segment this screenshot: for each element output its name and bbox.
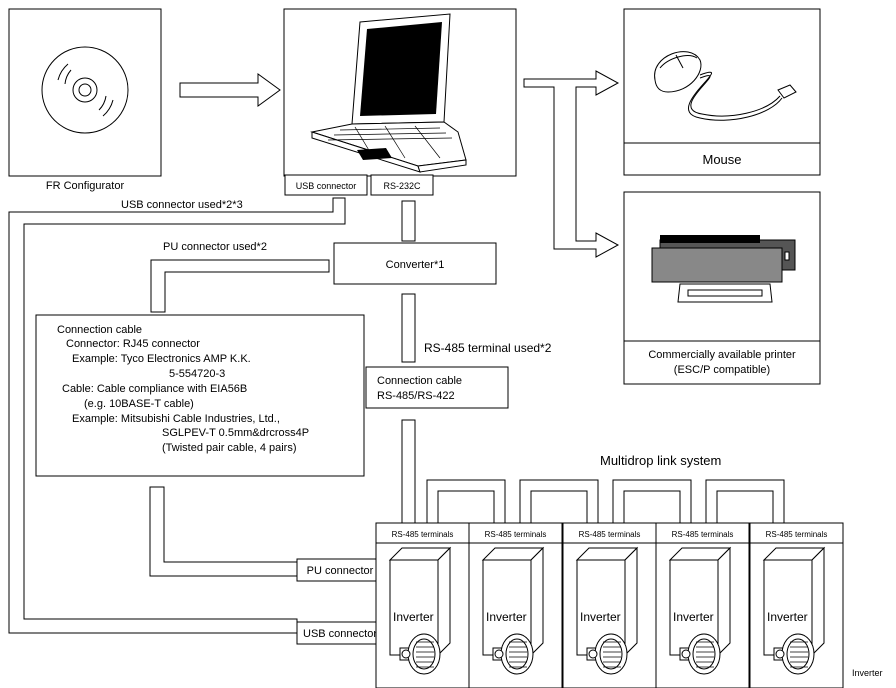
motor-icon bbox=[773, 633, 815, 675]
rs485-terminal-label: RS-485 terminals bbox=[766, 530, 828, 539]
pu-connector-used-pipe bbox=[150, 259, 330, 313]
fr-configurator-node: FR Configurator bbox=[8, 8, 162, 192]
cable-line-cable-example: (e.g. 10BASE-T cable) bbox=[84, 398, 194, 410]
laptop-rs232c-label: RS-232C bbox=[383, 181, 421, 191]
multidrop-link bbox=[519, 479, 599, 523]
rs485-terminal-label: RS-485 terminals bbox=[579, 530, 641, 539]
motor-icon bbox=[399, 633, 441, 675]
converter-to-cable-pipe bbox=[401, 293, 416, 363]
printer-label-line1: Commercially available printer bbox=[648, 349, 796, 361]
converter-box bbox=[333, 242, 497, 285]
printer-label-line2: (ESC/P compatible) bbox=[674, 364, 770, 376]
inverter-label: Inverter bbox=[767, 610, 808, 624]
cable-line-cable-maker: Example: Mitsubishi Cable Industries, Lt… bbox=[72, 413, 280, 425]
multidrop-link bbox=[437, 490, 495, 523]
multidrop-link bbox=[716, 490, 774, 523]
motor-icon bbox=[586, 633, 628, 675]
laptop-usb-connector bbox=[284, 174, 368, 196]
cable-line-connector-example: Example: Tyco Electronics AMP K.K. bbox=[72, 353, 251, 365]
rs485-cable-box bbox=[365, 366, 509, 409]
mouse-label: Mouse bbox=[702, 152, 741, 167]
rj45-cable-to-pu-pipe bbox=[149, 486, 298, 577]
inverter-label: Inverter bbox=[486, 610, 527, 624]
rs485-terminal-label: RS-485 terminals bbox=[485, 530, 547, 539]
multidrop-label: Multidrop link system bbox=[600, 453, 721, 468]
cable-line-cable: Cable: Cable compliance with EIA56B bbox=[62, 383, 247, 395]
rs232c-to-converter-pipe bbox=[401, 200, 416, 242]
laptop-usb-connector-label: USB connector bbox=[296, 181, 357, 191]
pu-connector-label: PU connector bbox=[307, 565, 374, 577]
mouse-icon bbox=[654, 51, 797, 121]
pu-connector-used-label: PU connector used*2 bbox=[163, 241, 267, 253]
rs485-terminal-label: RS-485 terminals bbox=[672, 530, 734, 539]
multidrop-link bbox=[530, 490, 588, 523]
rs485-cable-line1: Connection cable bbox=[377, 375, 462, 387]
laptop-icon bbox=[310, 13, 467, 173]
fr-configurator-label: FR Configurator bbox=[46, 180, 125, 192]
printer-icon bbox=[651, 235, 796, 303]
rs485-cable-pipe bbox=[401, 419, 416, 524]
motor-icon bbox=[492, 633, 534, 675]
multidrop-link bbox=[426, 479, 506, 523]
cable-line-connector: Connector: RJ45 connector bbox=[66, 338, 200, 350]
converter-label: Converter*1 bbox=[386, 259, 445, 271]
multidrop-link bbox=[705, 479, 785, 523]
laptop-node: USB connector RS-232C bbox=[283, 8, 517, 196]
multidrop-link bbox=[612, 479, 692, 523]
inverter-footer-label: Inverter bbox=[852, 668, 883, 678]
usb-connector-used-label: USB connector used*2*3 bbox=[121, 199, 243, 211]
usb-connector-label: USB connector bbox=[303, 628, 377, 640]
cable-line-part-number: 5-554720-3 bbox=[169, 368, 225, 380]
laptop-rs232c-connector bbox=[370, 174, 434, 196]
multidrop-link bbox=[623, 490, 681, 523]
printer-node: Commercially available printer (ESC/P co… bbox=[623, 191, 821, 385]
rj45-cable-text: Connection cable Connector: RJ45 connect… bbox=[57, 324, 312, 454]
cd-to-laptop-arrow bbox=[179, 73, 281, 107]
cable-line-cable-model: SGLPEV-T 0.5mm&drcross4P bbox=[162, 427, 309, 439]
rs485-terminal-used-label: RS-485 terminal used*2 bbox=[424, 341, 552, 355]
motor-icon bbox=[679, 633, 721, 675]
laptop-to-peripherals-arrow bbox=[523, 70, 620, 258]
mouse-label-box bbox=[623, 142, 821, 176]
cd-icon bbox=[41, 46, 129, 134]
inverter-label: Inverter bbox=[580, 610, 621, 624]
inverter-label: Inverter bbox=[673, 610, 714, 624]
mouse-node: Mouse bbox=[623, 8, 821, 176]
rs485-terminal-label: RS-485 terminals bbox=[392, 530, 454, 539]
rs485-cable-line2: RS-485/RS-422 bbox=[377, 390, 455, 402]
inverter-label: Inverter bbox=[393, 610, 434, 624]
cable-line-title: Connection cable bbox=[57, 324, 142, 336]
mouse-image-box bbox=[623, 8, 821, 144]
multidrop-links bbox=[426, 479, 785, 523]
rj45-cable-box bbox=[35, 314, 365, 477]
cable-line-cable-type: (Twisted pair cable, 4 pairs) bbox=[162, 442, 297, 454]
